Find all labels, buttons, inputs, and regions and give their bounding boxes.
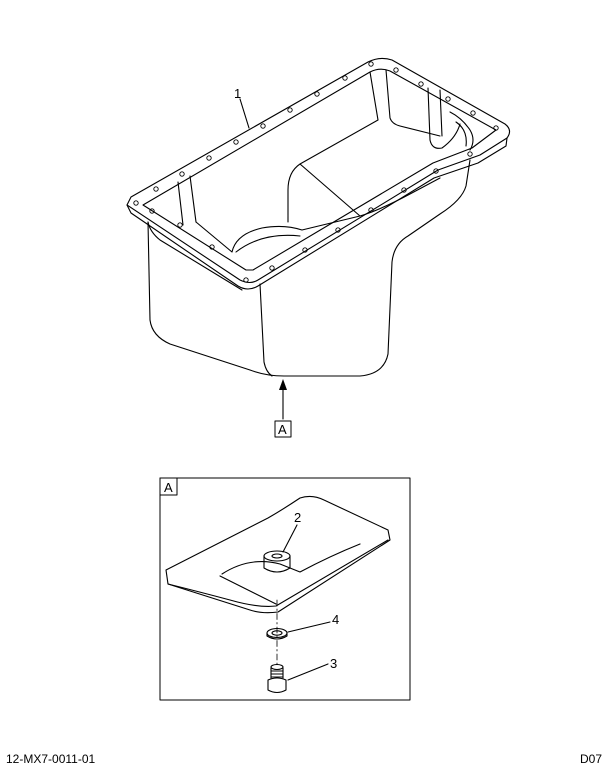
oil-pan-flange-edge: [126, 137, 508, 290]
oil-pan-flange-inner: [142, 68, 497, 271]
view-arrow-head: [279, 379, 287, 390]
detail-a: A 2 4 3: [159, 477, 411, 701]
callout-2: 2: [294, 510, 301, 525]
pan-floor-section: [165, 495, 391, 614]
drain-boss: [263, 550, 291, 573]
callout-3: 3: [330, 656, 337, 671]
oil-pan-flange-outer: [126, 57, 511, 284]
callout-4-leader: [287, 621, 331, 633]
callout-4: 4: [332, 612, 339, 627]
detail-label-box: [159, 477, 178, 496]
oil-pan-interior-step: [235, 234, 301, 253]
oil-pan-body: [147, 159, 471, 377]
callout-1-leader: [239, 98, 250, 129]
detail-label: A: [164, 480, 173, 495]
callout-1: 1: [234, 86, 241, 101]
callout-3-leader: [287, 663, 329, 681]
flange-bolt-holes: [133, 61, 499, 283]
oil-pan-inner-wall: [177, 69, 441, 226]
view-ref-box: [274, 420, 292, 438]
detail-frame: [159, 477, 411, 701]
drain-plug: [267, 663, 287, 694]
callout-2-leader: [282, 524, 298, 553]
view-ref-label: A: [278, 422, 287, 437]
pan-floor-inner: [167, 539, 389, 607]
sheet-code: D07: [579, 752, 602, 766]
oil-pan-body-corner: [259, 283, 273, 377]
oil-pan-body-lower: [147, 221, 243, 291]
oil-pan-side-channel: [427, 87, 474, 151]
oil-pan-interior-floor: [195, 119, 441, 253]
oil-pan: [126, 57, 511, 377]
document-id: 12-MX7-0011-01: [6, 752, 96, 766]
